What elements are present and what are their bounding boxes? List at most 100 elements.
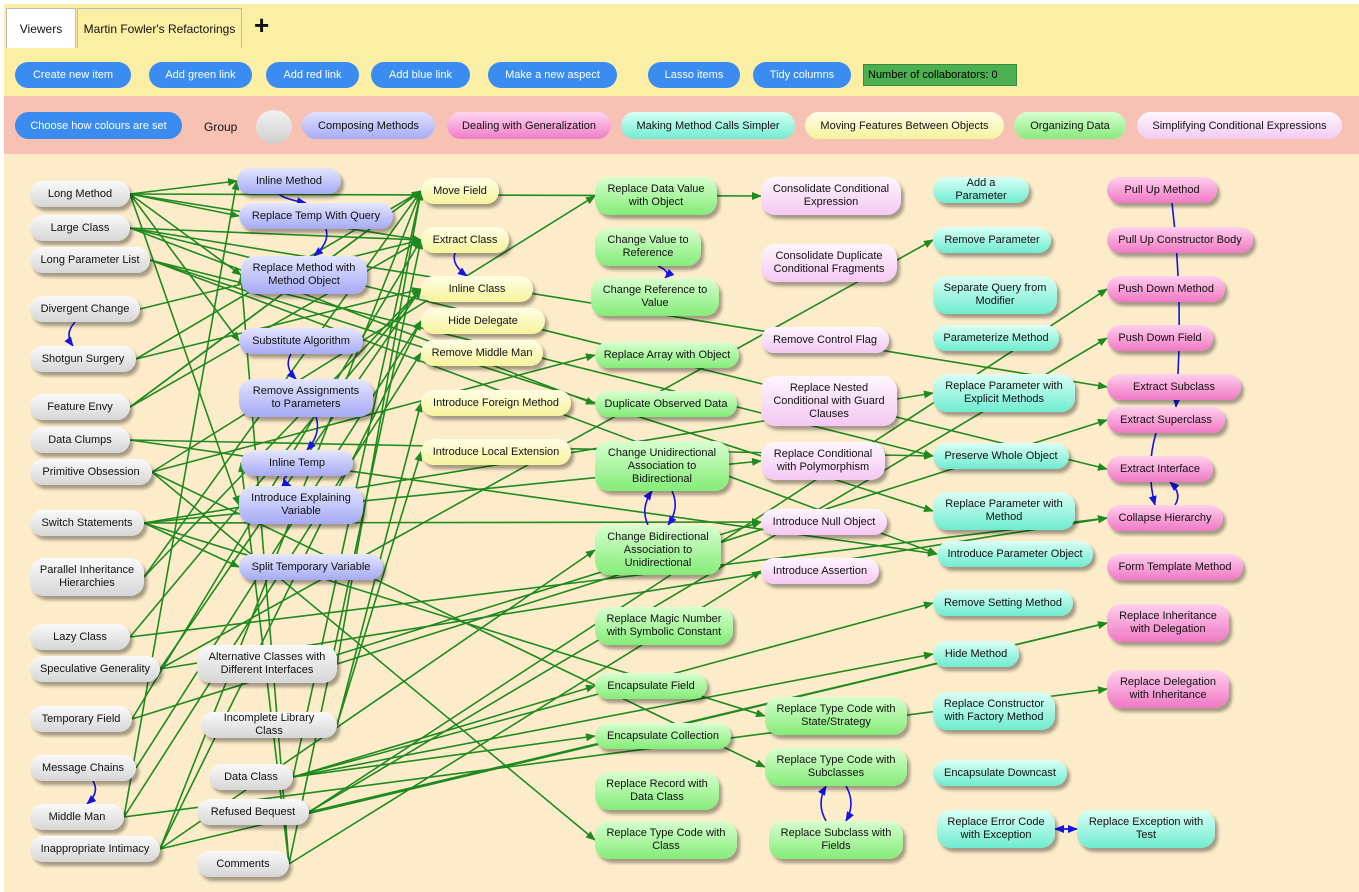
node-replace-parameter-with-method[interactable]: Replace Parameter with Method — [933, 492, 1075, 530]
node-push-down-field[interactable]: Push Down Field — [1107, 325, 1213, 351]
node-consolidate-duplicate-conditional-fragments[interactable]: Consolidate Duplicate Conditional Fragme… — [761, 244, 897, 282]
node-replace-inheritance-with-delegation[interactable]: Replace Inheritance with Delegation — [1107, 604, 1229, 642]
green-link-data-class-to-encapsulate-collection[interactable] — [292, 733, 596, 778]
node-middle-man[interactable]: Middle Man — [30, 804, 124, 830]
node-substitute-algorithm[interactable]: Substitute Algorithm — [239, 328, 363, 354]
diagram-canvas[interactable]: Long Method Large Class Long Parameter L… — [4, 154, 1359, 892]
node-extract-superclass[interactable]: Extract Superclass — [1107, 407, 1225, 433]
node-primitive-obsession[interactable]: Primitive Obsession — [30, 459, 152, 485]
node-temporary-field[interactable]: Temporary Field — [30, 706, 132, 732]
create-new-item-button[interactable]: Create new item — [15, 62, 131, 88]
legend-simplifying-conditional-expressions[interactable]: Simplifying Conditional Expressions — [1137, 112, 1342, 139]
add-blue-link-button[interactable]: Add blue link — [371, 62, 470, 88]
blue-link-substitute-algorithm-to-remove-assignments-to-parameters[interactable] — [286, 353, 297, 380]
node-long-parameter-list[interactable]: Long Parameter List — [30, 247, 150, 273]
blue-link-collapse-hierarchy-to-extract-interface[interactable] — [1169, 481, 1180, 506]
blue-link-message-chains-to-middle-man[interactable] — [86, 780, 97, 805]
node-replace-array-with-object[interactable]: Replace Array with Object — [595, 342, 739, 368]
blue-link-replace-temp-with-query-to-replace-method-with-method-object[interactable] — [313, 228, 328, 257]
tab-martin-fowler-refactorings[interactable]: Martin Fowler's Refactorings — [77, 8, 242, 48]
node-remove-middle-man[interactable]: Remove Middle Man — [421, 340, 543, 366]
green-link-large-class-to-extract-class[interactable] — [129, 227, 422, 244]
node-separate-query-from-modifier[interactable]: Separate Query from Modifier — [933, 276, 1057, 314]
node-remove-setting-method[interactable]: Remove Setting Method — [933, 590, 1073, 616]
green-link-alternative-classes-to-move-field[interactable] — [336, 190, 424, 665]
blue-link-inline-method-to-replace-temp-with-query[interactable] — [278, 193, 307, 206]
tab-viewers[interactable]: Viewers — [6, 8, 76, 48]
node-encapsulate-field[interactable]: Encapsulate Field — [595, 673, 707, 699]
legend-composing-methods[interactable]: Composing Methods — [302, 112, 435, 139]
node-data-class[interactable]: Data Class — [209, 764, 293, 790]
add-tab-icon[interactable]: + — [254, 10, 270, 40]
node-shotgun-surgery[interactable]: Shotgun Surgery — [30, 346, 136, 372]
node-remove-parameter[interactable]: Remove Parameter — [933, 227, 1051, 253]
node-data-clumps[interactable]: Data Clumps — [30, 427, 130, 453]
blue-link-change-bidirectional-association-to-change-unidirectional-association[interactable] — [643, 490, 653, 526]
node-replace-data-value-with-object[interactable]: Replace Data Value with Object — [595, 177, 717, 215]
node-change-unidirectional-association[interactable]: Change Unidirectional Association to Bid… — [595, 441, 729, 491]
node-replace-nested-conditional[interactable]: Replace Nested Conditional with Guard Cl… — [761, 376, 897, 426]
node-lazy-class[interactable]: Lazy Class — [30, 624, 130, 650]
legend-moving-features-between-objects[interactable]: Moving Features Between Objects — [805, 112, 1004, 139]
node-replace-method-with-method-object[interactable]: Replace Method with Method Object — [241, 256, 367, 294]
blue-link-replace-subclass-with-fields-to-replace-type-code-with-subclasses[interactable] — [818, 785, 827, 822]
node-inline-temp[interactable]: Inline Temp — [241, 450, 353, 476]
legend-making-method-calls-simpler[interactable]: Making Method Calls Simpler — [621, 112, 795, 139]
green-link-long-method-to-substitute-algorithm[interactable] — [129, 193, 240, 342]
node-extract-subclass[interactable]: Extract Subclass — [1107, 374, 1241, 400]
blue-link-replace-type-code-with-subclasses-to-replace-subclass-with-fields[interactable] — [845, 785, 854, 822]
tidy-columns-button[interactable]: Tidy columns — [753, 62, 851, 88]
node-replace-type-code-with-subclasses[interactable]: Replace Type Code with Subclasses — [765, 748, 907, 786]
node-divergent-change[interactable]: Divergent Change — [30, 296, 140, 322]
node-large-class[interactable]: Large Class — [30, 215, 130, 241]
green-link-data-class-to-hide-method[interactable] — [292, 651, 934, 778]
node-pull-up-method[interactable]: Pull Up Method — [1107, 177, 1217, 203]
node-replace-temp-with-query[interactable]: Replace Temp With Query — [239, 203, 393, 229]
node-refused-bequest[interactable]: Refused Bequest — [197, 799, 309, 825]
node-replace-type-code-with-class[interactable]: Replace Type Code with Class — [595, 821, 737, 859]
node-collapse-hierarchy[interactable]: Collapse Hierarchy — [1107, 505, 1223, 531]
node-change-bidirectional-association[interactable]: Change Bidirectional Association to Unid… — [595, 525, 721, 575]
green-link-long-method-to-inline-method[interactable] — [129, 178, 238, 195]
node-consolidate-conditional-expression[interactable]: Consolidate Conditional Expression — [761, 177, 901, 215]
green-link-middle-man-to-inline-method[interactable] — [123, 180, 240, 818]
node-replace-conditional-with-polymorphism[interactable]: Replace Conditional with Polymorphism — [761, 442, 885, 480]
node-feature-envy[interactable]: Feature Envy — [30, 394, 130, 420]
lasso-items-button[interactable]: Lasso items — [648, 62, 740, 88]
legend-dealing-with-generalization[interactable]: Dealing with Generalization — [447, 112, 611, 139]
node-introduce-local-extension[interactable]: Introduce Local Extension — [421, 439, 571, 465]
node-introduce-parameter-object[interactable]: Introduce Parameter Object — [937, 541, 1093, 567]
blue-link-extract-class-to-inline-class[interactable] — [453, 252, 468, 277]
node-replace-exception-with-test[interactable]: Replace Exception with Test — [1077, 810, 1215, 848]
node-incomplete-library-class[interactable]: Incomplete Library Class — [201, 712, 337, 738]
green-link-large-class-to-duplicate-observed-data[interactable] — [129, 227, 596, 405]
green-link-lazy-class-to-collapse-hierarchy[interactable] — [129, 515, 1108, 638]
green-link-long-method-to-introduce-explaining-variable[interactable] — [129, 193, 240, 506]
node-add-a-parameter[interactable]: Add a Parameter — [933, 177, 1029, 203]
node-move-field[interactable]: Move Field — [421, 178, 499, 204]
green-link-primitive-obsession-to-replace-data-value-with-object[interactable] — [151, 195, 596, 473]
green-link-message-chains-to-hide-delegate[interactable] — [135, 320, 422, 769]
choose-colours-button[interactable]: Choose how colours are set — [15, 112, 182, 139]
add-red-link-button[interactable]: Add red link — [266, 62, 359, 88]
node-message-chains[interactable]: Message Chains — [30, 755, 136, 781]
node-introduce-foreign-method[interactable]: Introduce Foreign Method — [421, 390, 571, 416]
node-replace-delegation-with-inheritance[interactable]: Replace Delegation with Inheritance — [1107, 670, 1229, 708]
green-link-shotgun-surgery-to-inline-class[interactable] — [135, 287, 422, 360]
node-extract-interface[interactable]: Extract Interface — [1107, 456, 1213, 482]
node-preserve-whole-object[interactable]: Preserve Whole Object — [933, 443, 1069, 469]
node-remove-control-flag[interactable]: Remove Control Flag — [761, 327, 889, 353]
node-replace-parameter-with-explicit-methods[interactable]: Replace Parameter with Explicit Methods — [933, 374, 1075, 412]
node-hide-delegate[interactable]: Hide Delegate — [421, 308, 545, 334]
blue-link-change-unidirectional-association-to-change-bidirectional-association[interactable] — [667, 490, 677, 526]
node-inline-class[interactable]: Inline Class — [421, 276, 533, 302]
node-change-reference-to-value[interactable]: Change Reference to Value — [591, 278, 719, 316]
node-pull-up-constructor-body[interactable]: Pull Up Constructor Body — [1107, 227, 1253, 253]
node-inappropriate-intimacy[interactable]: Inappropriate Intimacy — [30, 836, 160, 862]
green-link-feature-envy-to-extract-class[interactable] — [129, 239, 422, 408]
node-comments[interactable]: Comments — [197, 851, 289, 877]
node-long-method[interactable]: Long Method — [30, 181, 130, 207]
node-encapsulate-downcast[interactable]: Encapsulate Downcast — [933, 760, 1067, 786]
node-alternative-classes[interactable]: Alternative Classes with Different Inter… — [197, 645, 337, 683]
node-inline-method[interactable]: Inline Method — [237, 168, 341, 194]
